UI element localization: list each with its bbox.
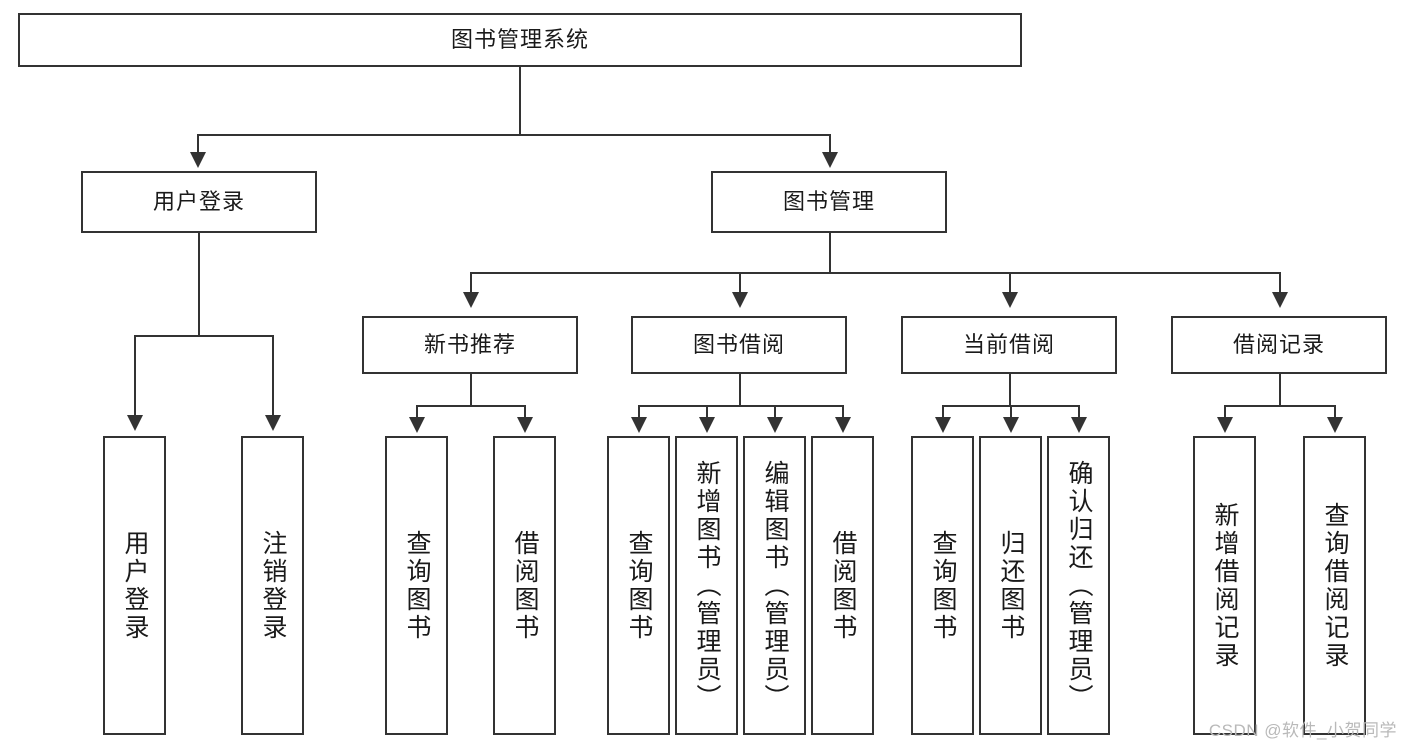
arrow-current-borrow-leaf-1 [935, 417, 951, 433]
arrow-current-borrow-leaf-2 [1003, 417, 1019, 433]
connector-current-borrow-drop-2 [1010, 405, 1012, 419]
node-leaf-user-login-label: 用户登录 [121, 529, 149, 642]
node-leaf-query-book-1[interactable]: 查询图书 [385, 436, 448, 735]
node-borrow-record-label: 借阅记录 [1232, 332, 1325, 358]
node-leaf-confirm-return-label: 确认归还（管理员） [1065, 459, 1093, 712]
node-leaf-add-book[interactable]: 新增图书（管理员） [675, 436, 738, 735]
arrow-to-current-borrow [1002, 292, 1018, 308]
arrow-to-borrow-record [1272, 292, 1288, 308]
arrow-book-borrow-leaf-1 [631, 417, 647, 433]
connector-current-borrow-stem [1009, 374, 1011, 405]
connector-root-to-user-login [197, 134, 199, 154]
arrow-book-borrow-leaf-4 [835, 417, 851, 433]
arrow-new-book-rec-leaf-2 [517, 417, 533, 433]
node-book-borrow[interactable]: 图书借阅 [631, 316, 847, 374]
connector-root-to-book-manage [829, 134, 831, 154]
arrow-root-to-user-login [190, 152, 206, 168]
connector-user-login-bus [134, 335, 272, 337]
connector-book-borrow-bus [638, 405, 842, 407]
connector-book-borrow-drop-2 [706, 405, 708, 419]
node-leaf-query-record[interactable]: 查询借阅记录 [1303, 436, 1366, 735]
node-root-label: 图书管理系统 [450, 27, 589, 53]
arrow-new-book-rec-leaf-1 [409, 417, 425, 433]
arrow-to-book-borrow [732, 292, 748, 308]
connector-borrow-record-drop-2 [1334, 405, 1336, 419]
connector-borrow-record-bus [1224, 405, 1334, 407]
connector-root-bus [197, 134, 831, 136]
arrow-current-borrow-leaf-3 [1071, 417, 1087, 433]
node-borrow-record[interactable]: 借阅记录 [1171, 316, 1387, 374]
node-user-login-label: 用户登录 [152, 189, 245, 215]
connector-borrow-record-drop-1 [1224, 405, 1226, 419]
connector-to-current-borrow [1009, 272, 1011, 294]
connector-book-manage-stem [829, 233, 831, 272]
connector-user-login-stem [198, 233, 200, 335]
arrow-book-borrow-leaf-3 [767, 417, 783, 433]
connector-new-book-rec-drop-1 [416, 405, 418, 419]
connector-user-login-drop-2 [272, 335, 274, 417]
connector-borrow-record-stem [1279, 374, 1281, 405]
node-user-login[interactable]: 用户登录 [81, 171, 317, 233]
node-leaf-borrow-book-1[interactable]: 借阅图书 [493, 436, 556, 735]
connector-book-borrow-drop-3 [774, 405, 776, 419]
node-root[interactable]: 图书管理系统 [18, 13, 1022, 67]
node-leaf-query-book-3[interactable]: 查询图书 [911, 436, 974, 735]
node-leaf-borrow-book-2[interactable]: 借阅图书 [811, 436, 874, 735]
node-book-borrow-label: 图书借阅 [692, 332, 785, 358]
node-current-borrow-label: 当前借阅 [962, 332, 1055, 358]
node-leaf-return-book[interactable]: 归还图书 [979, 436, 1042, 735]
node-leaf-confirm-return[interactable]: 确认归还（管理员） [1047, 436, 1110, 735]
connector-to-new-book-rec [470, 272, 472, 294]
node-leaf-return-book-label: 归还图书 [997, 529, 1025, 642]
connector-new-book-rec-stem [470, 374, 472, 405]
connector-current-borrow-drop-1 [942, 405, 944, 419]
connector-root-stem [519, 67, 521, 134]
node-current-borrow[interactable]: 当前借阅 [901, 316, 1117, 374]
node-leaf-edit-book[interactable]: 编辑图书（管理员） [743, 436, 806, 735]
arrow-user-login-leaf-2 [265, 415, 281, 431]
node-new-book-rec-label: 新书推荐 [423, 332, 516, 358]
node-leaf-add-record[interactable]: 新增借阅记录 [1193, 436, 1256, 735]
node-leaf-query-record-label: 查询借阅记录 [1321, 501, 1349, 670]
node-book-manage[interactable]: 图书管理 [711, 171, 947, 233]
node-leaf-add-record-label: 新增借阅记录 [1211, 501, 1239, 670]
node-leaf-edit-book-label: 编辑图书（管理员） [761, 459, 789, 712]
arrow-user-login-leaf-1 [127, 415, 143, 431]
connector-book-borrow-drop-4 [842, 405, 844, 419]
node-leaf-query-book-1-label: 查询图书 [403, 529, 431, 642]
arrow-book-borrow-leaf-2 [699, 417, 715, 433]
connector-to-book-borrow [739, 272, 741, 294]
connector-book-manage-bus [470, 272, 1279, 274]
node-leaf-query-book-3-label: 查询图书 [929, 529, 957, 642]
node-leaf-borrow-book-2-label: 借阅图书 [829, 529, 857, 642]
connector-book-borrow-drop-1 [638, 405, 640, 419]
node-leaf-query-book-2-label: 查询图书 [625, 529, 653, 642]
node-leaf-borrow-book-1-label: 借阅图书 [511, 529, 539, 642]
node-book-manage-label: 图书管理 [782, 189, 875, 215]
arrow-to-new-book-rec [463, 292, 479, 308]
connector-user-login-drop-1 [134, 335, 136, 417]
arrow-borrow-record-leaf-1 [1217, 417, 1233, 433]
arrow-borrow-record-leaf-2 [1327, 417, 1343, 433]
arrow-root-to-book-manage [822, 152, 838, 168]
node-leaf-add-book-label: 新增图书（管理员） [693, 459, 721, 712]
connector-to-borrow-record [1279, 272, 1281, 294]
node-leaf-logout-label: 注销登录 [259, 529, 287, 642]
node-leaf-user-login[interactable]: 用户登录 [103, 436, 166, 735]
connector-new-book-rec-bus [416, 405, 524, 407]
connector-current-borrow-drop-3 [1078, 405, 1080, 419]
node-leaf-logout[interactable]: 注销登录 [241, 436, 304, 735]
connector-new-book-rec-drop-2 [524, 405, 526, 419]
node-new-book-rec[interactable]: 新书推荐 [362, 316, 578, 374]
connector-book-borrow-stem [739, 374, 741, 405]
node-leaf-query-book-2[interactable]: 查询图书 [607, 436, 670, 735]
